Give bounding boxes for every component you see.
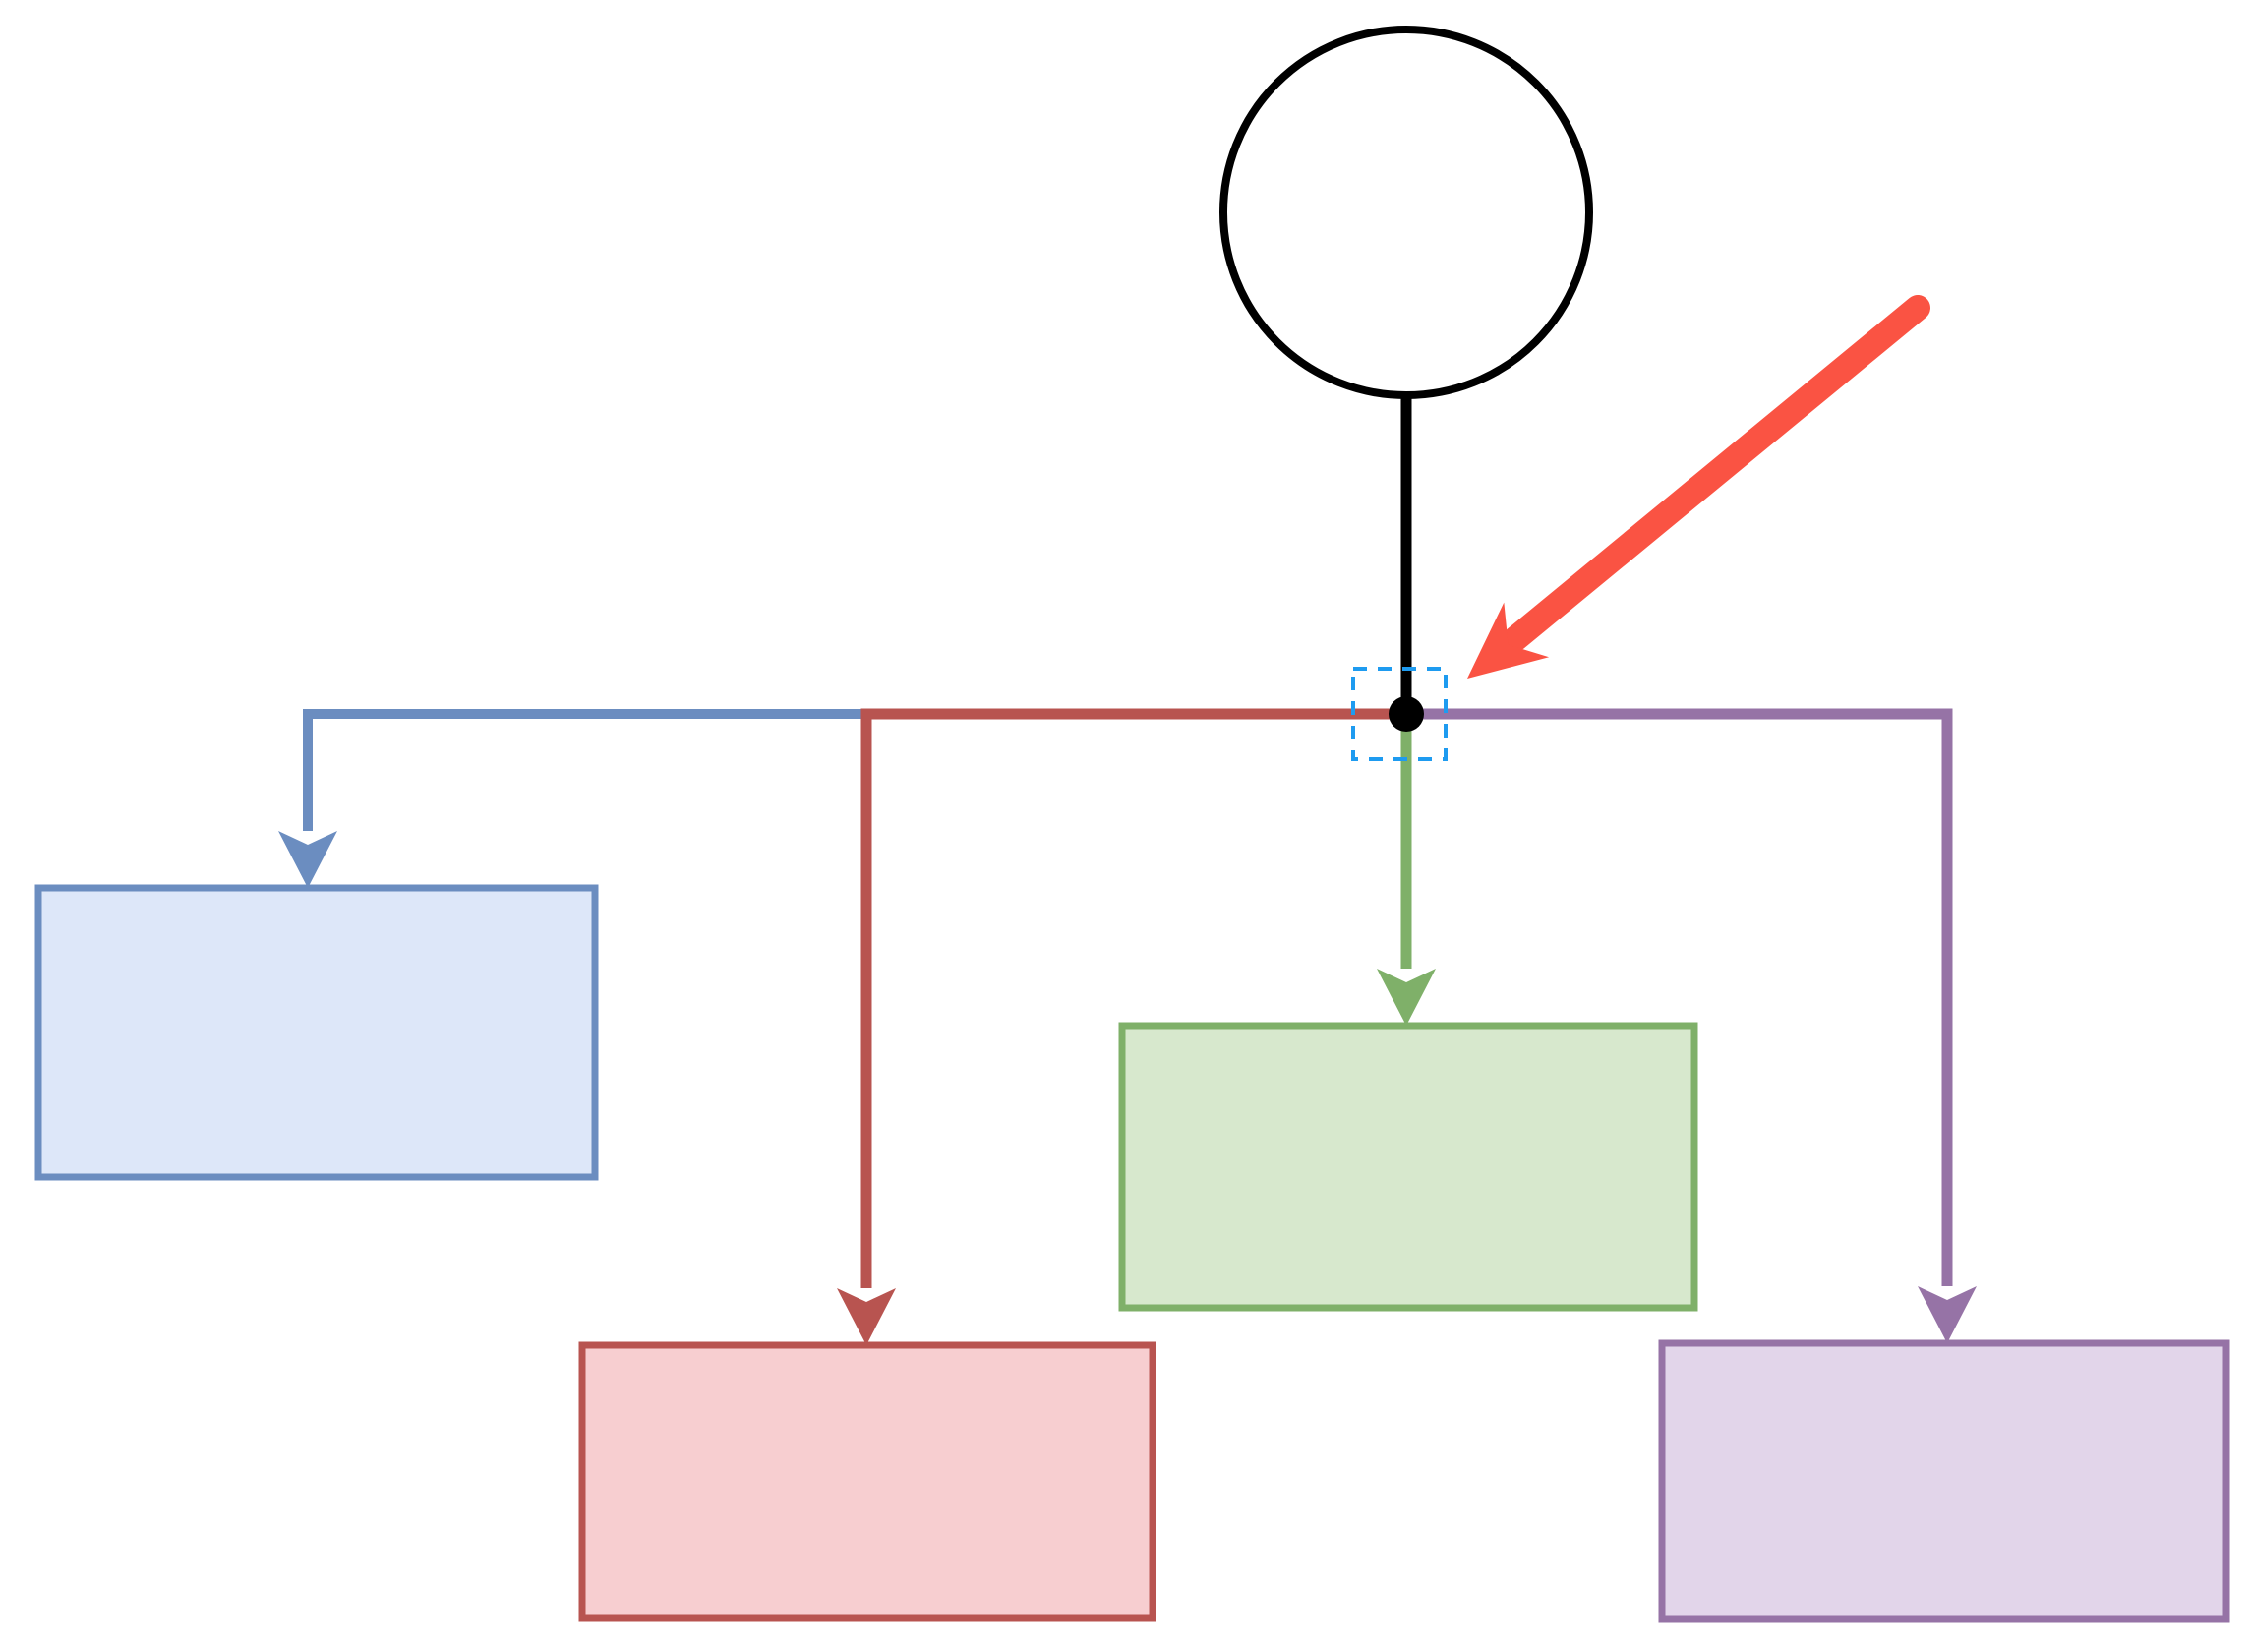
green-branch[interactable]	[1118, 714, 1698, 1312]
root-circle-node[interactable]	[1219, 26, 1593, 399]
red-box[interactable]	[578, 1341, 1156, 1622]
green-arrowhead	[1377, 969, 1436, 1026]
red-branch[interactable]	[578, 708, 1406, 1622]
red-arrowhead	[837, 1288, 896, 1345]
junction-dot[interactable]	[1389, 696, 1424, 732]
purple-arrowhead	[1918, 1286, 1977, 1343]
blue-box[interactable]	[34, 884, 599, 1181]
purple-branch[interactable]	[1406, 708, 2230, 1622]
red-connector-line[interactable]	[860, 708, 1406, 1288]
pointer-arrow-shaft	[1503, 295, 1930, 652]
blue-arrowhead	[278, 831, 337, 888]
blue-connector-line[interactable]	[303, 709, 863, 831]
selection-box[interactable]	[1351, 667, 1448, 761]
green-box[interactable]	[1118, 1022, 1698, 1312]
pointer-arrow-head	[1467, 602, 1550, 678]
purple-box[interactable]	[1658, 1339, 2230, 1622]
purple-connector-line[interactable]	[1406, 708, 1953, 1286]
pointer-arrow	[1467, 295, 1930, 678]
blue-branch[interactable]	[34, 709, 863, 1181]
